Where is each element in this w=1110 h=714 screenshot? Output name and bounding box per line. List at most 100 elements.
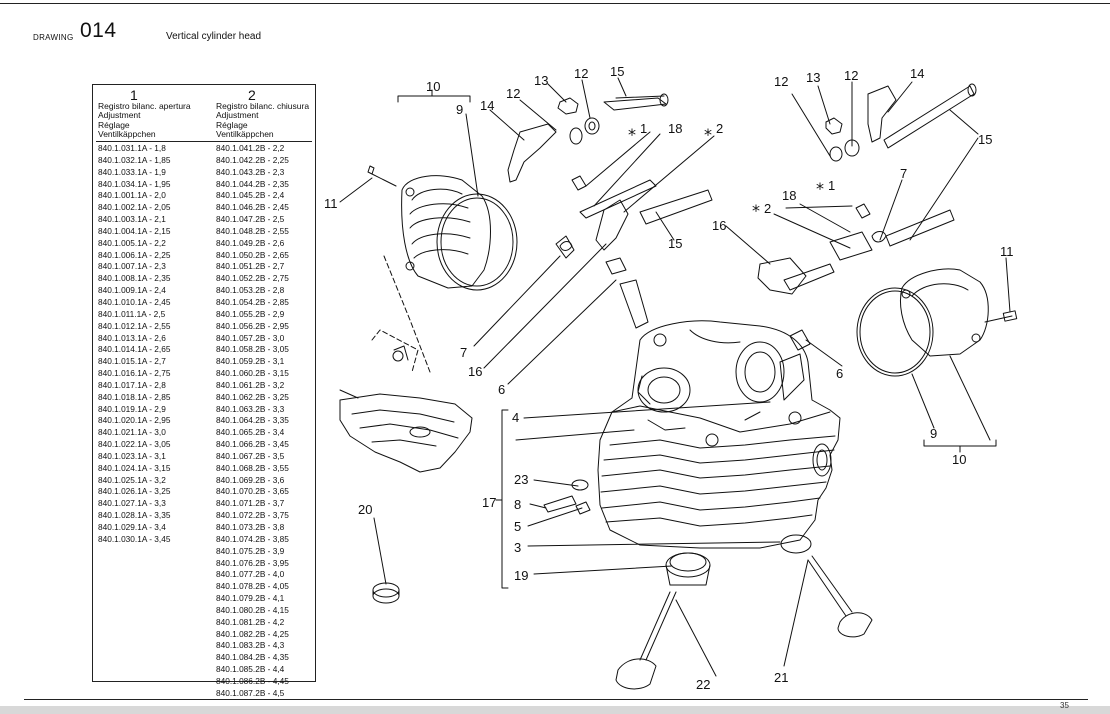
callout-22: 22 bbox=[696, 677, 710, 692]
table-row: 840.1.051.2B - 2,7 bbox=[216, 261, 285, 272]
table-row: 840.1.076.2B - 3,95 bbox=[216, 557, 289, 568]
table-row: 840.1.019.1A - 2,9 bbox=[98, 403, 166, 414]
table-row: 840.1.004.1A - 2,15 bbox=[98, 225, 171, 236]
callout-18-right: 18 bbox=[782, 188, 796, 203]
drawing-label: DRAWING bbox=[33, 33, 74, 42]
callout-12-left-b: 12 bbox=[574, 66, 588, 81]
adjustment-table: 1 Registro bilanc. apertura Adjustment R… bbox=[92, 84, 316, 698]
table-row: 840.1.014.1A - 2,65 bbox=[98, 344, 171, 355]
callout-16-right: 16 bbox=[712, 218, 726, 233]
leader-lines bbox=[339, 77, 1011, 677]
table-row: 840.1.087.2B - 4,5 bbox=[216, 687, 285, 698]
table-row: 840.1.022.1A - 3,05 bbox=[98, 439, 171, 450]
drawing-number: 014 bbox=[80, 19, 117, 42]
table-row: 840.1.044.2B - 2,35 bbox=[216, 178, 289, 189]
table-row: 840.1.029.1A - 3,4 bbox=[98, 522, 166, 532]
col2-number: 2 bbox=[248, 87, 256, 103]
table-row: 840.1.082.2B - 4,25 bbox=[216, 628, 289, 639]
callout-6-left: 6 bbox=[498, 382, 505, 397]
right-rocker-group bbox=[757, 83, 977, 295]
callout-9-left: 9 bbox=[456, 102, 463, 117]
table-row: 840.1.085.2B - 4,4 bbox=[216, 664, 285, 675]
table-row: 840.1.028.1A - 3,35 bbox=[98, 510, 171, 521]
table-header-divider bbox=[96, 141, 312, 142]
table-row: 840.1.027.1A - 3,3 bbox=[98, 498, 166, 509]
callout-16-left: 16 bbox=[468, 364, 482, 379]
table-row: 840.1.006.1A - 2,25 bbox=[98, 249, 171, 260]
callout-15-left-top: 15 bbox=[610, 64, 624, 79]
table-row: 840.1.015.1A - 2,7 bbox=[98, 356, 166, 367]
callout-19: 19 bbox=[514, 568, 528, 583]
table-row: 840.1.023.1A - 3,1 bbox=[98, 450, 166, 461]
table-row: 840.1.031.1A - 1,8 bbox=[98, 143, 166, 153]
table-row: 840.1.048.2B - 2,55 bbox=[216, 225, 289, 236]
col1-label-de: Ventilkäppchen bbox=[98, 128, 156, 139]
table-row: 840.1.053.2B - 2,8 bbox=[216, 285, 285, 296]
left-cam-cover bbox=[367, 165, 518, 291]
table-row: 840.1.074.2B - 3,85 bbox=[216, 533, 289, 544]
star-1-right: * bbox=[816, 179, 824, 198]
table-row: 840.1.047.2B - 2,5 bbox=[216, 214, 285, 225]
callout-21: 21 bbox=[774, 670, 788, 685]
callout-5: 5 bbox=[514, 519, 521, 534]
table-row: 840.1.049.2B - 2,6 bbox=[216, 237, 285, 248]
callout-20: 20 bbox=[358, 502, 372, 517]
col2-label-en: Adjustment bbox=[216, 110, 259, 121]
left-rocker-group bbox=[507, 93, 811, 401]
col1-label-en: Adjustment bbox=[98, 110, 141, 121]
table-row: 840.1.007.1A - 2,3 bbox=[98, 261, 166, 272]
table-row: 840.1.043.2B - 2,3 bbox=[216, 166, 285, 177]
callout-12-left-a: 12 bbox=[506, 86, 520, 101]
callout-2-right: 2 bbox=[764, 201, 771, 216]
table-row: 840.1.009.1A - 2,4 bbox=[98, 285, 166, 296]
star-1-left: * bbox=[628, 125, 636, 144]
table-row: 840.1.078.2B - 4,05 bbox=[216, 581, 289, 592]
table-row: 840.1.008.1A - 2,35 bbox=[98, 273, 171, 284]
table-row: 840.1.012.1A - 2,55 bbox=[98, 320, 171, 331]
col1-number: 1 bbox=[130, 87, 138, 103]
table-row: 840.1.070.2B - 3,65 bbox=[216, 486, 289, 497]
table-row: 840.1.058.2B - 3,05 bbox=[216, 344, 289, 355]
heat-shield bbox=[339, 255, 473, 473]
table-row: 840.1.026.1A - 3,25 bbox=[98, 486, 171, 497]
table-row: 840.1.041.2B - 2,2 bbox=[216, 143, 285, 153]
table-row: 840.1.024.1A - 3,15 bbox=[98, 462, 171, 473]
callout-7-left: 7 bbox=[460, 345, 467, 360]
col1-label-it: Registro bilanc. apertura bbox=[98, 101, 191, 111]
table-row: 840.1.030.1A - 3,45 bbox=[98, 533, 171, 544]
table-row: 840.1.020.1A - 2,95 bbox=[98, 415, 171, 426]
table-row: 840.1.050.2B - 2,65 bbox=[216, 249, 289, 260]
cylinder-head bbox=[597, 320, 841, 549]
col2-label-fr: Réglage bbox=[216, 119, 248, 130]
callout-8: 8 bbox=[514, 497, 521, 512]
col2-header: 2 Registro bilanc. chiusura Adjustment R… bbox=[216, 88, 331, 139]
right-cam-cover bbox=[856, 268, 1018, 377]
table-row: 840.1.046.2B - 2,45 bbox=[216, 202, 289, 213]
table-row: 840.1.056.2B - 2,95 bbox=[216, 320, 289, 331]
table-row: 840.1.071.2B - 3,7 bbox=[216, 498, 285, 509]
col2-label-de: Ventilkäppchen bbox=[216, 128, 274, 139]
table-row: 840.1.016.1A - 2,75 bbox=[98, 368, 171, 379]
table-row: 840.1.063.2B - 3,3 bbox=[216, 403, 285, 414]
callout-11-right: 11 bbox=[1000, 244, 1014, 259]
table-row: 840.1.080.2B - 4,15 bbox=[216, 604, 289, 615]
table-row: 840.1.060.2B - 3,15 bbox=[216, 368, 289, 379]
callout-14-left: 14 bbox=[480, 98, 494, 113]
callout-2-left: 2 bbox=[716, 121, 723, 136]
table-row: 840.1.052.2B - 2,75 bbox=[216, 273, 289, 284]
callout-14-right: 14 bbox=[910, 66, 924, 81]
table-row: 840.1.061.2B - 3,2 bbox=[216, 379, 285, 390]
table-row: 840.1.018.1A - 2,85 bbox=[98, 391, 171, 402]
star-2-right: * bbox=[752, 201, 760, 220]
callout-18-left: 18 bbox=[668, 121, 682, 136]
star-2-left: * bbox=[704, 125, 712, 144]
col2-label-it: Registro bilanc. chiusura bbox=[216, 101, 310, 111]
callout-15-left-mid: 15 bbox=[668, 236, 682, 251]
table-row: 840.1.072.2B - 3,75 bbox=[216, 510, 289, 521]
table-row: 840.1.034.1A - 1,95 bbox=[98, 178, 171, 189]
callout-12-right-b: 12 bbox=[844, 68, 858, 83]
callout-15-right: 15 bbox=[978, 132, 992, 147]
table-row: 840.1.045.2B - 2,4 bbox=[216, 190, 285, 201]
